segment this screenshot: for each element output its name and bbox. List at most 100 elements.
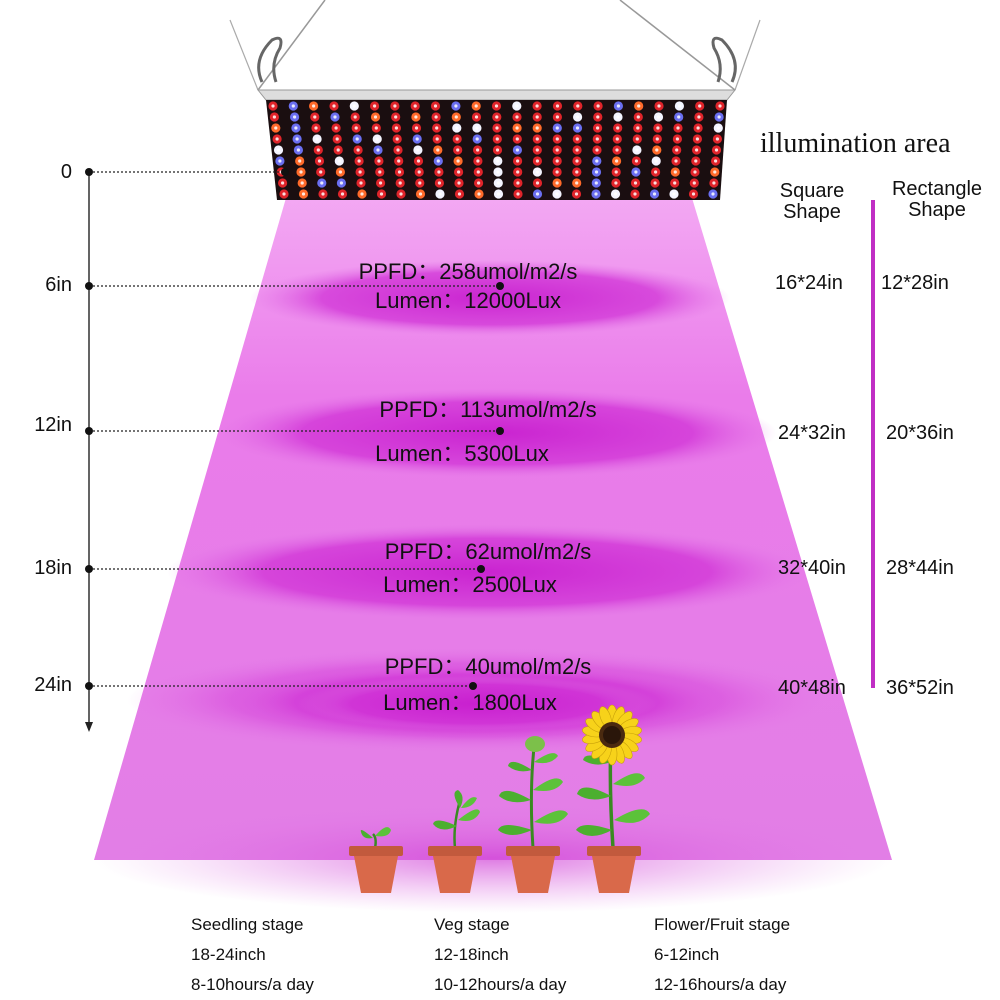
illumination-ring-24in-core (297, 676, 657, 732)
led-highlight (555, 148, 559, 152)
led-highlight (656, 126, 660, 130)
pot-young-veg (428, 846, 482, 893)
led-highlight (334, 126, 338, 130)
led-highlight (673, 170, 677, 174)
led-highlight (353, 115, 357, 119)
led-highlight (398, 181, 402, 185)
led-highlight (333, 115, 337, 119)
led-highlight (475, 126, 479, 130)
led-highlight (301, 192, 306, 196)
led-highlight (377, 159, 381, 163)
leader-lines (85, 168, 504, 690)
led-highlight (635, 148, 639, 152)
stage-hours: 10-12hours/a day (434, 975, 567, 994)
led-highlight (555, 137, 559, 141)
led-highlight (575, 159, 579, 163)
led-highlight (414, 126, 419, 130)
distance-label-24in: 24in (34, 674, 72, 696)
pot-sunflower (587, 846, 641, 893)
led-highlight (356, 148, 360, 152)
illumination-ring-6in (250, 260, 730, 336)
sunflower-seeds (603, 726, 621, 744)
led-highlight (476, 159, 480, 163)
led-highlight (495, 148, 500, 152)
led-highlight (414, 115, 418, 119)
led-highlight (413, 104, 417, 108)
led-highlight (656, 115, 661, 119)
led-highlight (397, 159, 401, 163)
leader-12in (85, 427, 504, 435)
led-highlight (454, 115, 458, 119)
led-highlight (516, 159, 520, 163)
led-highlight (711, 192, 715, 196)
leader-0 (85, 168, 289, 176)
led-highlight (675, 137, 680, 141)
led-highlight (417, 170, 421, 174)
led-highlight (496, 192, 501, 196)
led-highlight (316, 148, 320, 152)
led-highlight (516, 192, 520, 196)
led-highlight (555, 115, 560, 119)
led-highlight (695, 137, 700, 141)
led-highlight (312, 104, 316, 108)
square-size-12in: 24*32in (778, 422, 846, 444)
led-highlight (654, 170, 658, 174)
led-highlight (715, 137, 720, 141)
led-highlight (655, 148, 659, 152)
pot-veg (506, 846, 560, 893)
led-highlight (535, 159, 540, 163)
led-highlight (692, 181, 696, 185)
led-highlight (379, 192, 384, 196)
young-veg-plant (433, 790, 480, 849)
led-highlight (596, 115, 600, 119)
led-highlight (352, 104, 356, 108)
led-highlight (300, 181, 304, 185)
led-highlight (675, 148, 679, 152)
illumination-area-title: illumination area (760, 128, 951, 159)
led-highlight (299, 170, 303, 174)
led-highlight (595, 159, 599, 163)
led-highlight (415, 137, 419, 141)
led-highlight (355, 137, 359, 141)
led-highlight (555, 192, 559, 196)
led-highlight (374, 126, 378, 130)
led-highlight (555, 170, 559, 174)
led-highlight (614, 181, 618, 185)
led-highlight (555, 159, 559, 163)
led-highlight (296, 148, 300, 152)
led-highlight (615, 137, 619, 141)
led-highlight (338, 170, 342, 174)
led-highlight (379, 181, 383, 185)
led-highlight (694, 159, 698, 163)
led-highlight (456, 148, 460, 152)
led-highlight (677, 115, 681, 119)
rect-size-6in: 12*28in (881, 272, 949, 294)
led-highlight (697, 115, 701, 119)
led-highlight (595, 137, 599, 141)
led-highlight (275, 137, 279, 141)
led-highlight (360, 192, 364, 196)
led-highlight (614, 170, 618, 174)
led-highlight (433, 104, 438, 108)
distance-label-6in: 6in (45, 274, 72, 296)
ppfd-6in: PPFD：258umol/m2/s (358, 259, 578, 284)
led-highlight (516, 170, 520, 174)
led-highlight (495, 115, 499, 119)
led-highlight (457, 181, 461, 185)
led-highlight (271, 104, 275, 108)
led-highlight (714, 148, 719, 152)
led-highlight (535, 104, 539, 108)
led-highlight (418, 192, 423, 196)
led-highlight (281, 181, 285, 185)
hook-left-icon (257, 36, 283, 83)
led-highlight (320, 181, 324, 185)
led-highlight (596, 126, 600, 130)
illumination-ring-18in (167, 524, 807, 620)
led-highlight (375, 137, 379, 141)
led-highlight (575, 126, 580, 130)
pot-seedling (349, 846, 403, 893)
led-highlight (358, 170, 362, 174)
square-size-18in: 32*40in (778, 557, 846, 579)
led-highlight (396, 148, 400, 152)
